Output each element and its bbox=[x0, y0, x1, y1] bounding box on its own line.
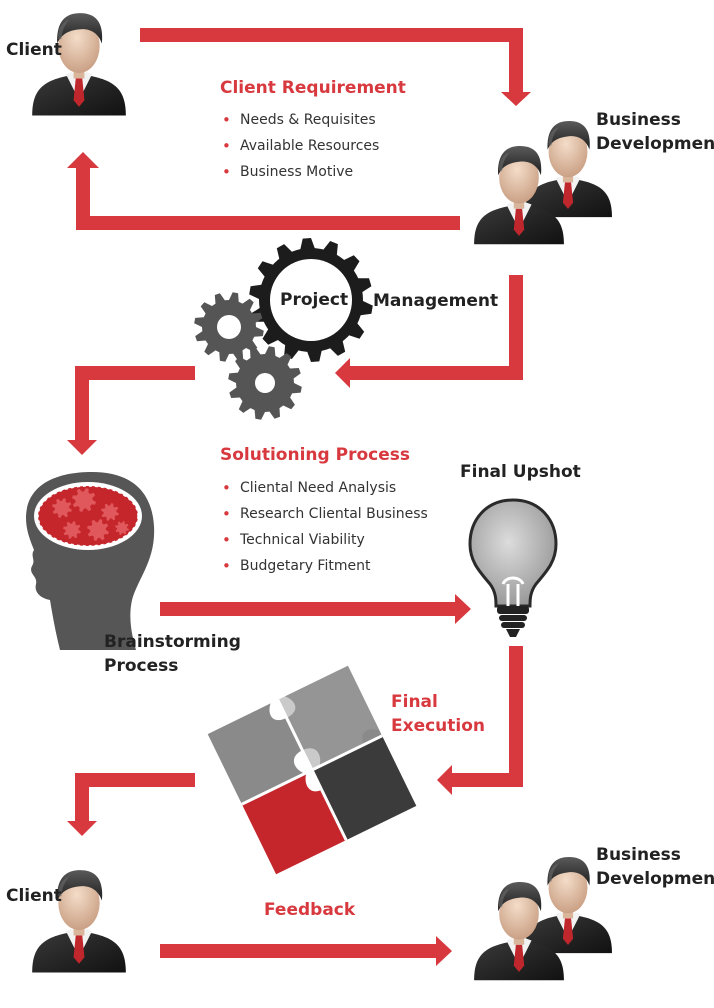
business-team-icon-top bbox=[474, 121, 612, 245]
brain-cog-1 bbox=[72, 488, 96, 512]
bizdev-label-bottom-line2: Development bbox=[596, 869, 714, 889]
client-label-bottom: Client bbox=[6, 886, 62, 906]
arrow-brain-to-bulb bbox=[160, 594, 471, 624]
bizdev-label-top-line2: Development bbox=[596, 134, 714, 154]
list-item: Budgetary Fitment bbox=[220, 553, 428, 579]
arrows bbox=[67, 28, 531, 966]
final-execution-label-line2: Execution bbox=[391, 716, 486, 736]
lightbulb-icon bbox=[468, 498, 558, 637]
client-requirement-list: Needs & Requisites Available Resources B… bbox=[220, 107, 379, 185]
bizdev-label-bottom-line1: Business bbox=[596, 845, 681, 865]
list-item: Business Motive bbox=[220, 159, 379, 185]
arrow-gears-to-brain bbox=[67, 366, 195, 455]
bizdev-label-top-line1: Business bbox=[596, 110, 681, 130]
management-label: Management bbox=[373, 291, 499, 311]
brainstorming-label-line2: Process bbox=[104, 656, 179, 676]
solutioning-process-title: Solutioning Process bbox=[220, 445, 410, 465]
final-upshot-label: Final Upshot bbox=[460, 462, 581, 482]
brain-cog-2 bbox=[101, 503, 119, 521]
list-item: Needs & Requisites bbox=[220, 107, 379, 133]
brain-cog-4 bbox=[87, 519, 109, 541]
list-item: Available Resources bbox=[220, 133, 379, 159]
gears-icon bbox=[194, 238, 373, 420]
final-execution-label-line1: Final bbox=[391, 692, 438, 712]
business-team-icon-bottom bbox=[474, 857, 612, 981]
arrow-bizdev-to-client bbox=[67, 152, 460, 230]
list-item: Technical Viability bbox=[220, 527, 428, 553]
client-label-top: Client bbox=[6, 40, 62, 60]
gear-small-b-hub bbox=[255, 373, 275, 393]
arrow-bizdev-to-gears bbox=[335, 275, 523, 388]
project-label: Project bbox=[280, 290, 349, 310]
gear-small-a-hub bbox=[217, 315, 241, 339]
arrow-client-to-bizdev bbox=[140, 28, 531, 106]
brainstorming-label-line1: Brainstorming bbox=[104, 632, 241, 652]
client-icon-top bbox=[32, 13, 126, 116]
arrow-client-to-bizdev-bottom bbox=[160, 936, 452, 966]
arrow-bulb-to-puzzle bbox=[437, 646, 523, 795]
brain-cog-0 bbox=[52, 498, 72, 518]
arrow-puzzle-to-client bbox=[67, 773, 195, 836]
list-item: Research Cliental Business bbox=[220, 501, 428, 527]
puzzle-icon bbox=[207, 665, 417, 875]
brain-cog-5 bbox=[115, 521, 129, 535]
client-requirement-title: Client Requirement bbox=[220, 78, 406, 98]
solutioning-process-list: Cliental Need Analysis Research Cliental… bbox=[220, 475, 428, 579]
list-item: Cliental Need Analysis bbox=[220, 475, 428, 501]
brain-head-icon bbox=[26, 472, 155, 650]
feedback-label: Feedback bbox=[264, 900, 356, 920]
brain-cog-3 bbox=[63, 521, 81, 539]
